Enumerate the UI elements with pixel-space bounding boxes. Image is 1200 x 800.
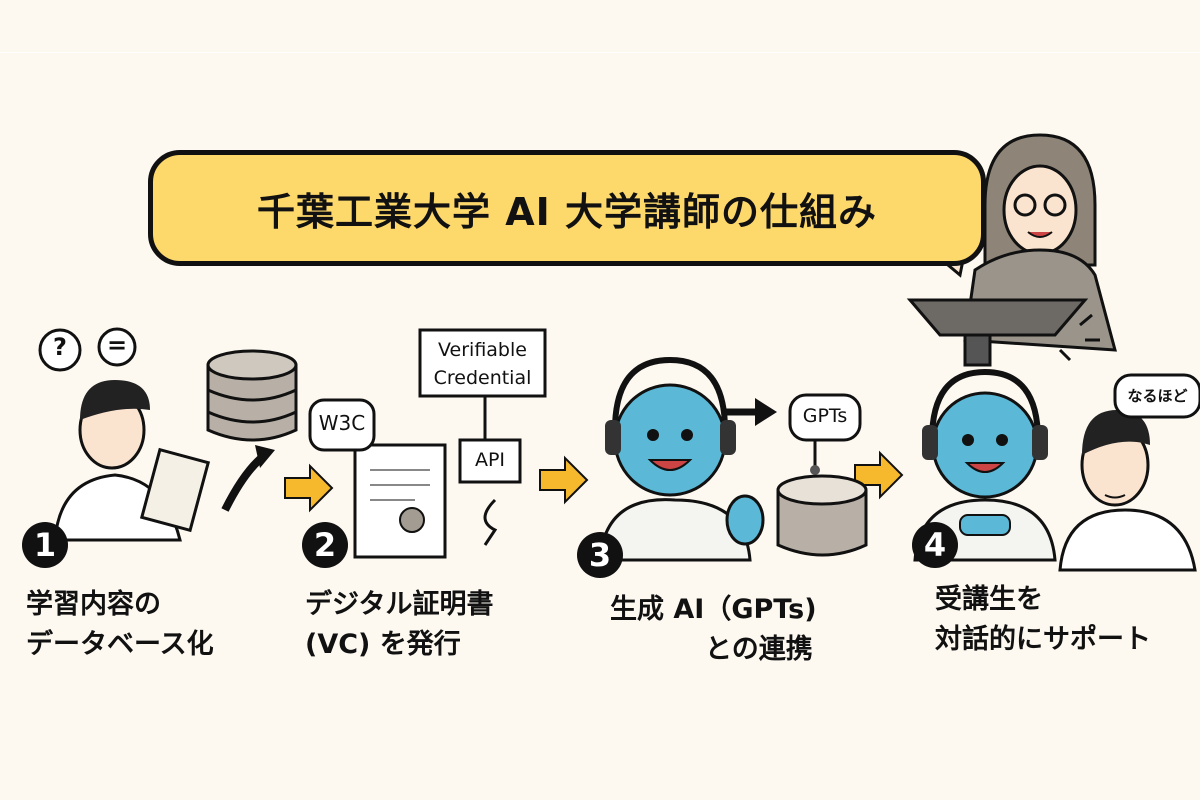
ai-robot-illustration [598,356,765,562]
step-2-number: 2 [302,522,348,568]
step-4-line1: 受講生を [935,584,1043,615]
student-with-tablet [53,380,275,542]
verifiable-credential-line1: Verifiable [438,339,527,361]
w3c-label: W3C [318,411,366,435]
step-1-line1: 学習内容の [26,589,161,620]
step-1-line2: データベース化 [26,629,214,660]
certificate-illustration [308,328,547,559]
step-4-number: 4 [912,522,958,568]
step-3-number: 3 [577,532,623,578]
equals-icon: = [106,331,128,359]
step-3-line1: 生成 AI（GPTs) [610,594,817,625]
step-1-label: 学習内容の データベース化 [26,585,214,665]
step-4-label: 受講生を 対話的にサポート [935,580,1151,660]
gpts-label: GPTs [802,405,848,427]
thinking-student-illustration [1058,373,1200,572]
question-mark-icon: ? [53,333,67,361]
step-2-line1: デジタル証明書 [305,589,494,620]
gpts-link [725,393,868,557]
page-title: 千葉工業大学 AI 大学講師の仕組み [256,189,877,234]
step-3-label: 生成 AI（GPTs) との連携 [610,590,817,670]
step-2-line2: (VC) を発行 [305,629,461,660]
step-1-number: 1 [22,522,68,568]
verifiable-credential-line2: Credential [433,367,532,389]
database-icon [206,349,298,442]
api-label: API [474,449,506,471]
naruhodo-bubble-text: なるほど [1127,387,1188,405]
top-band [0,0,1200,53]
step-3-line2: との連携 [705,634,813,665]
step-4-line2: 対話的にサポート [935,624,1151,655]
thought-bubbles [38,327,137,372]
title-speech-bubble: 千葉工業大学 AI 大学講師の仕組み [148,150,986,266]
step-2-label: デジタル証明書 (VC) を発行 [305,585,493,665]
